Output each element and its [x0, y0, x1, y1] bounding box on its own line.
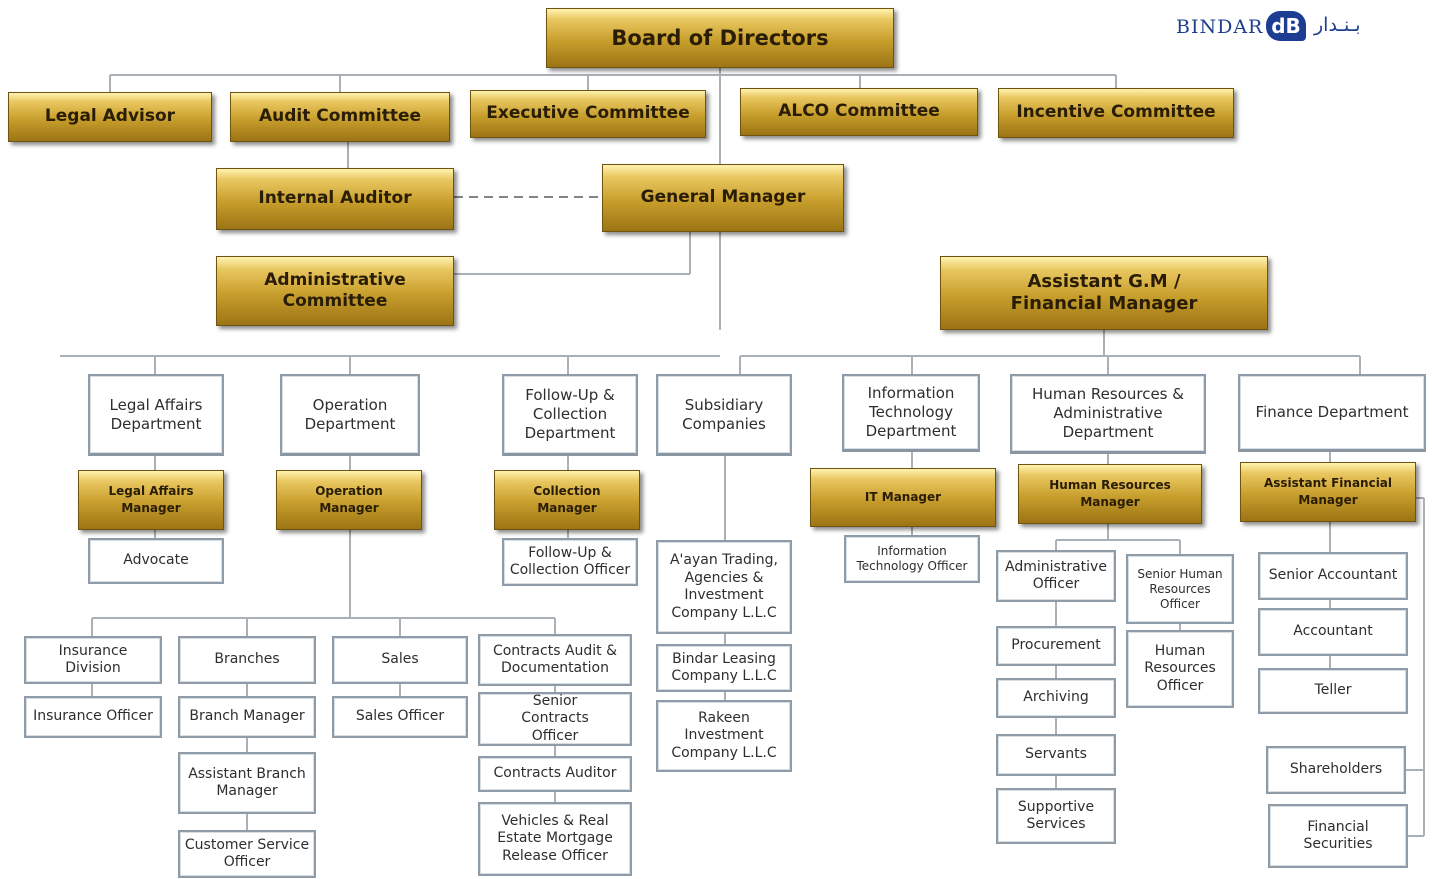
node-board-of-directors: Board of Directors — [546, 8, 894, 68]
node-subsidiary-companies: Subsidiary Companies — [656, 374, 792, 456]
node-insurance-officer: Insurance Officer — [24, 696, 162, 738]
node-senior-contracts-officer: Senior Contracts Officer — [478, 692, 632, 746]
node-sales: Sales — [332, 636, 468, 684]
node-assistant-branch-manager: Assistant Branch Manager — [178, 752, 316, 814]
node-followup-collection-department: Follow-Up & Collection Department — [502, 374, 638, 456]
node-collection-manager: Collection Manager — [494, 470, 640, 530]
node-hr-administrative-department: Human Resources & Administrative Departm… — [1010, 374, 1206, 454]
company-logo: BINDAR dB بـنـدار — [1168, 8, 1418, 52]
node-ayan-trading-company: A'ayan Trading, Agencies & Investment Co… — [656, 540, 792, 634]
node-operation-department: Operation Department — [280, 374, 420, 456]
node-financial-securities: Financial Securities — [1268, 804, 1408, 868]
node-administrative-officer: Administrative Officer — [996, 550, 1116, 602]
node-alco-committee: ALCO Committee — [740, 88, 978, 136]
node-finance-department: Finance Department — [1238, 374, 1426, 452]
node-bindar-leasing-company: Bindar Leasing Company L.L.C — [656, 644, 792, 692]
node-supportive-services: Supportive Services — [996, 788, 1116, 844]
node-hr-officer: Human Resources Officer — [1126, 630, 1234, 708]
node-archiving: Archiving — [996, 678, 1116, 718]
node-it-department: Information Technology Department — [842, 374, 980, 452]
logo-english-text: BINDAR — [1176, 16, 1264, 38]
node-assistant-financial-manager: Assistant Financial Manager — [1240, 462, 1416, 522]
node-senior-accountant: Senior Accountant — [1258, 552, 1408, 600]
node-legal-affairs-department: Legal Affairs Department — [88, 374, 224, 456]
node-accountant: Accountant — [1258, 608, 1408, 656]
node-operation-manager: Operation Manager — [276, 470, 422, 530]
node-branches: Branches — [178, 636, 316, 684]
node-legal-advisor: Legal Advisor — [8, 92, 212, 142]
node-contracts-auditor: Contracts Auditor — [478, 756, 632, 792]
node-assistant-gm-financial-manager: Assistant G.M / Financial Manager — [940, 256, 1268, 330]
node-shareholders: Shareholders — [1266, 746, 1406, 794]
node-general-manager: General Manager — [602, 164, 844, 232]
node-legal-affairs-manager: Legal Affairs Manager — [78, 470, 224, 530]
node-it-officer: Information Technology Officer — [844, 535, 980, 583]
node-it-manager: IT Manager — [810, 468, 996, 527]
logo-mark-icon: dB — [1266, 11, 1306, 41]
node-hr-manager: Human Resources Manager — [1018, 464, 1202, 524]
node-contracts-audit-documentation: Contracts Audit & Documentation — [478, 634, 632, 686]
node-rakeen-investment-company: Rakeen Investment Company L.L.C — [656, 700, 792, 772]
node-executive-committee: Executive Committee — [470, 90, 706, 138]
node-audit-committee: Audit Committee — [230, 92, 450, 142]
node-customer-service-officer: Customer Service Officer — [178, 830, 316, 878]
node-teller: Teller — [1258, 668, 1408, 714]
node-insurance-division: Insurance Division — [24, 636, 162, 684]
node-servants: Servants — [996, 734, 1116, 776]
node-procurement: Procurement — [996, 626, 1116, 666]
node-administrative-committee: Administrative Committee — [216, 256, 454, 326]
node-vehicles-real-estate-release-officer: Vehicles & Real Estate Mortgage Release … — [478, 802, 632, 876]
node-advocate: Advocate — [88, 538, 224, 584]
node-senior-hr-officer: Senior Human Resources Officer — [1126, 554, 1234, 624]
node-internal-auditor: Internal Auditor — [216, 168, 454, 230]
node-branch-manager: Branch Manager — [178, 696, 316, 738]
node-sales-officer: Sales Officer — [332, 696, 468, 738]
node-followup-collection-officer: Follow-Up & Collection Officer — [502, 538, 638, 586]
node-incentive-committee: Incentive Committee — [998, 88, 1234, 138]
logo-arabic-text: بـنـدار — [1314, 14, 1361, 36]
